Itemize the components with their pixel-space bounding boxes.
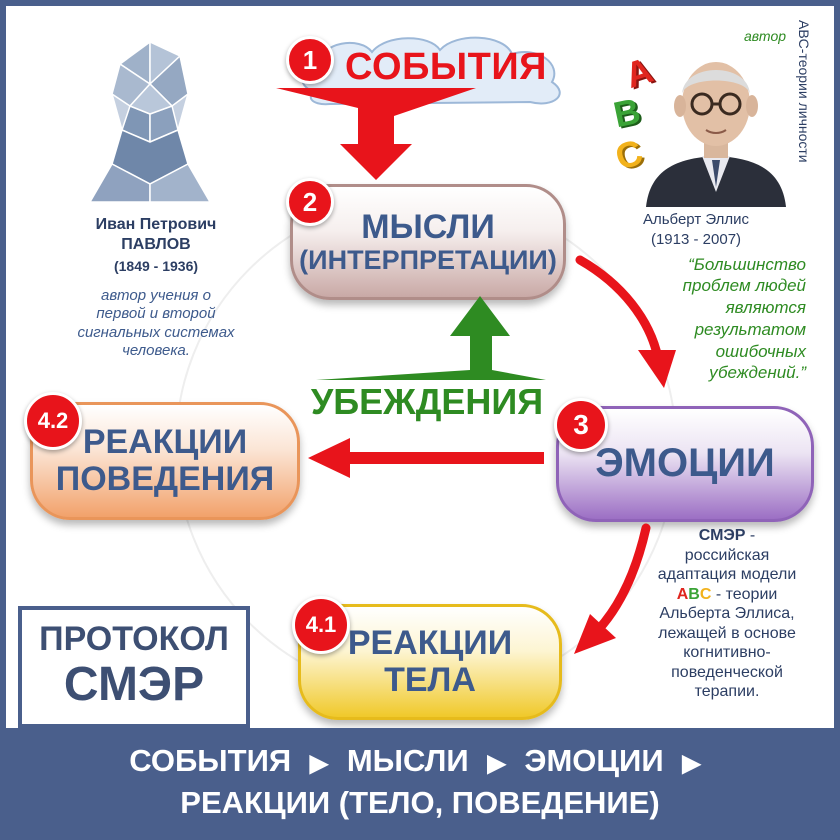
ellis-vertical-author: автор: [744, 28, 787, 44]
pavlov-desc-1: автор учения о: [101, 287, 211, 304]
body-label-2: ТЕЛА: [384, 661, 476, 699]
behavior-label-2: ПОВЕДЕНИЯ: [55, 460, 275, 498]
pavlov-name: Иван Петрович: [95, 216, 217, 233]
emotions-to-body-arrow: [574, 523, 651, 654]
ellis-name: Альберт Эллис: [642, 211, 750, 228]
step-4-1-badge: 4.1: [292, 596, 350, 654]
thoughts-label-2: (ИНТЕРПРЕТАЦИИ): [299, 244, 557, 275]
events-label: СОБЫТИЯ: [345, 46, 547, 88]
thoughts-label-1: МЫСЛИ: [361, 208, 495, 247]
smer-note-line-6: когнитивно-: [683, 644, 771, 661]
thoughts-to-emotions-arrow: [575, 255, 676, 388]
smer-note-line-7: поведенческой: [671, 663, 783, 681]
smer-note: СМЭР - российская адаптация модели ABC -…: [630, 526, 824, 702]
ellis-portrait: [646, 62, 786, 207]
smer-note-line-8: терапии.: [694, 683, 760, 700]
smer-note-dash: -: [745, 527, 756, 544]
smer-note-line-1: российская: [684, 546, 770, 564]
ellis-quote-5: ошибочных: [715, 342, 806, 361]
ellis-quote-4: результатом: [694, 320, 806, 339]
footer-line-2: РЕАКЦИИ (ТЕЛО, ПОВЕДЕНИЕ): [180, 785, 660, 820]
smer-note-line-3: ABC - теории: [630, 585, 824, 605]
thoughts-pill: МЫСЛИ (ИНТЕРПРЕТАЦИИ): [290, 184, 566, 300]
ellis-years: (1913 - 2007): [650, 231, 742, 248]
protocol-line-2: СМЭР: [63, 658, 205, 711]
smer-abc-b: B: [688, 585, 700, 603]
ellis-vertical-theory: ABC-теории личности: [796, 20, 812, 163]
pavlov-surname: ПАВЛОВ: [121, 236, 191, 253]
smer-note-theory: - теории: [711, 585, 778, 603]
beliefs-arrow: [316, 296, 546, 380]
pavlov-years: (1849 - 1936): [113, 258, 199, 274]
body-label-1: РЕАКЦИИ: [347, 624, 513, 663]
beliefs-label: УБЕЖДЕНИЯ: [310, 381, 544, 422]
emotions-to-behavior-arrow: [308, 438, 544, 478]
smer-note-line-5: лежащей в основе: [658, 624, 796, 642]
behavior-label-1: РЕАКЦИИ: [82, 423, 248, 462]
protocol-box: ПРОТОКОЛ СМЭР: [18, 606, 250, 728]
pavlov-desc-3: сигнальных системах: [77, 324, 235, 341]
step-3-badge: 3: [554, 398, 608, 452]
protocol-line-1: ПРОТОКОЛ: [39, 620, 229, 658]
ellis-quote-6: убеждений.”: [709, 363, 806, 382]
events-to-thoughts-arrow: [276, 88, 476, 180]
smer-abc-a: A: [676, 585, 689, 603]
pavlov-desc-2: первой и второй: [96, 305, 216, 322]
ellis-quote-3: являются: [725, 298, 806, 317]
footer-arrow-2: ▶: [487, 750, 506, 777]
footer-arrow-3: ▶: [682, 750, 701, 777]
footer-events: СОБЫТИЯ: [129, 743, 292, 778]
footer-bar: СОБЫТИЯ ▶ МЫСЛИ ▶ ЭМОЦИИ ▶ РЕАКЦИИ (ТЕЛО…: [6, 728, 834, 834]
ellis-quote-1: “Большинство: [688, 255, 806, 274]
step-4-2-badge: 4.2: [24, 392, 82, 450]
pavlov-portrait: [88, 40, 212, 203]
footer-thoughts: МЫСЛИ: [346, 743, 469, 778]
pavlov-desc-4: человека.: [122, 342, 190, 359]
footer-arrow-1: ▶: [309, 750, 329, 777]
footer-line-1: СОБЫТИЯ ▶ МЫСЛИ ▶ ЭМОЦИИ ▶: [6, 742, 834, 783]
ellis-quote-2: проблем людей: [682, 276, 806, 295]
step-1-badge: 1: [286, 36, 334, 84]
smer-note-line-0: СМЭР -: [630, 526, 824, 546]
smer-note-line-4: Альберта Эллиса,: [659, 605, 795, 622]
smer-abc-c: C: [699, 585, 712, 603]
emotions-label: ЭМОЦИИ: [595, 441, 775, 486]
footer-emotions: ЭМОЦИИ: [524, 743, 664, 778]
step-2-badge: 2: [286, 178, 334, 226]
smer-note-title: СМЭР: [698, 527, 746, 544]
smer-note-line-2: адаптация модели: [657, 566, 797, 583]
